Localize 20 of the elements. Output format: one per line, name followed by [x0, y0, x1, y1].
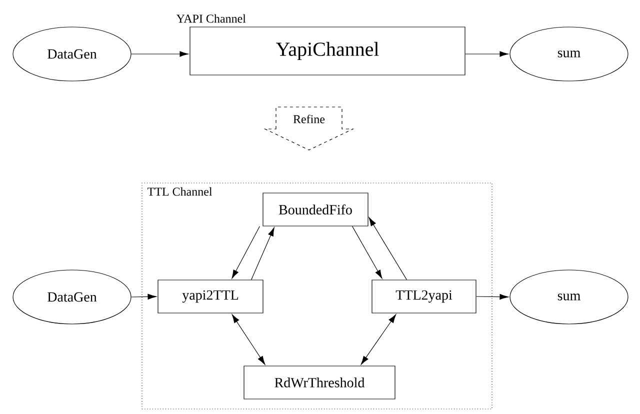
- ellipse-node: sum: [510, 26, 628, 82]
- arrow: [368, 217, 407, 280]
- arrow: [251, 227, 274, 280]
- arrow: [232, 314, 266, 365]
- node-label: YAPI Channel: [176, 14, 246, 23]
- arrow: [360, 314, 396, 365]
- arrow: [352, 226, 382, 279]
- arrow: [232, 226, 260, 279]
- process-box: RdWrThreshold: [244, 366, 396, 400]
- ellipse-node: sum: [510, 270, 628, 324]
- arrow: [465, 51, 508, 57]
- arrow: [131, 294, 156, 300]
- process-box: BoundedFifo: [262, 192, 368, 226]
- arrow: [476, 294, 508, 300]
- process-box: yapi2TTL: [158, 280, 264, 314]
- ellipse-node: DataGen: [12, 26, 132, 82]
- channel-box: YapiChannel YAPI Channel: [176, 14, 466, 76]
- process-box: TTL2yapi: [372, 280, 476, 314]
- ellipse-node: DataGen: [12, 270, 132, 324]
- arrow: [131, 51, 188, 57]
